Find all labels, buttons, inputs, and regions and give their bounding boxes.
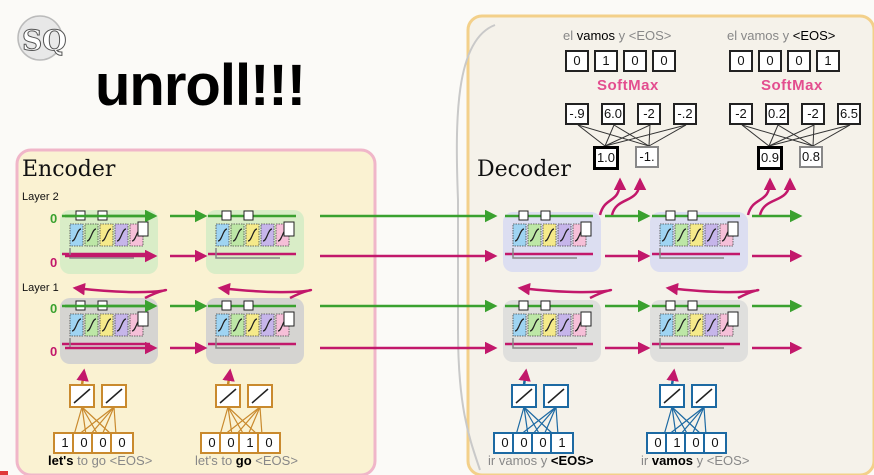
decoder-input-onehot-2-cell-2: 0 — [684, 432, 708, 454]
output-onehot-1-cell-2: 0 — [623, 50, 647, 72]
output-onehot-2-cell-1: 0 — [758, 50, 782, 72]
encoder-input-vocab-2-word-2: go — [235, 453, 256, 468]
layer2-long-term-init: 0 — [50, 255, 58, 270]
decoder-input-vocab-1-word-2: y — [540, 453, 551, 468]
decoder-input-vocab-2-word-3: <EOS> — [706, 453, 750, 468]
decoder-input-vocab-2-word-0: ir — [641, 453, 652, 468]
layer-feedback-arrow-3 — [665, 282, 760, 300]
encoder-input-vocab-2-word-0: let's — [195, 453, 222, 468]
encoder-input-vocab-1-word-0: let's — [48, 453, 78, 468]
output-onehot-1-cell-3: 0 — [652, 50, 676, 72]
decoder-output-arrow-2 — [746, 177, 777, 216]
output-vocab-2-word-1: vamos — [740, 28, 783, 43]
decoder-input-vocab-2-word-2: y — [696, 453, 707, 468]
output-vocab-1-word-3: <EOS> — [628, 28, 672, 43]
raw-output-2-cell-2: -2 — [801, 103, 825, 125]
svg-text:SQ: SQ — [22, 24, 67, 57]
layer-feedback-arrow-0 — [72, 282, 168, 300]
decoder-embedding-2 — [659, 368, 717, 436]
fc-output-1-a: 1.0 — [593, 146, 619, 170]
video-progress-bar[interactable] — [0, 471, 8, 475]
encoder-label: Encoder — [22, 157, 116, 182]
layer1-label: Layer 1 — [22, 282, 59, 294]
layer1-long-term-init: 0 — [50, 344, 58, 359]
raw-output-2-cell-0: -2 — [729, 103, 753, 125]
encoder-input-onehot-2-cell-3: 0 — [257, 432, 281, 454]
decoder-input-vocab-2-word-1: vamos — [651, 453, 697, 468]
encoder-input-vocab-2: let's to go <EOS> — [195, 453, 298, 468]
decoder-label: Decoder — [477, 157, 571, 182]
fc-output-2-a: 0.9 — [757, 146, 783, 170]
encoder-input-onehot-1-cell-3: 0 — [110, 432, 134, 454]
output-vocab-1-word-2: y — [618, 28, 629, 43]
encoder-input-vocab-1: let's to go <EOS> — [48, 453, 152, 468]
raw-output-1-cell-1: 6.0 — [601, 103, 625, 125]
slide-title: unroll!!! — [95, 53, 306, 118]
output-onehot-1-cell-0: 0 — [565, 50, 589, 72]
decoder-input-onehot-1-cell-2: 0 — [531, 432, 555, 454]
raw-output-1-cell-3: -.2 — [673, 103, 697, 125]
lstm-unit-5 — [652, 210, 740, 259]
output-onehot-2-cell-2: 0 — [787, 50, 811, 72]
layer2-short-term-init: 0 — [50, 211, 58, 226]
lstm-unit-6 — [505, 300, 593, 349]
statquest-logo: SQ — [10, 12, 74, 64]
decoder-input-vocab-1-word-3: <EOS> — [550, 453, 594, 468]
layer2-label: Layer 2 — [22, 191, 59, 203]
output-vocab-2-word-2: y — [782, 28, 793, 43]
softmax-label-1: SoftMax — [597, 77, 659, 94]
decoder-input-vocab-1-word-1: vamos — [498, 453, 541, 468]
output-onehot-2-cell-3: 1 — [816, 50, 840, 72]
decoder-output-arrow-3 — [758, 177, 797, 216]
decoder-output-arrow-0 — [598, 177, 627, 216]
layer-feedback-arrow-2 — [517, 282, 613, 300]
encoder-input-vocab-2-word-1: to — [221, 453, 236, 468]
encoder-embedding-1 — [69, 368, 127, 436]
output-vocab-2-word-0: el — [727, 28, 741, 43]
encoder-embedding-2 — [215, 368, 273, 436]
output-onehot-2-cell-0: 0 — [729, 50, 753, 72]
encoder-input-vocab-1-word-2: go — [91, 453, 110, 468]
lstm-unit-0 — [62, 210, 150, 259]
decoder-input-onehot-2-cell-3: 0 — [703, 432, 727, 454]
lstm-unit-3 — [208, 300, 296, 349]
encoder-input-vocab-1-word-1: to — [77, 453, 92, 468]
decoder-output-arrow-1 — [610, 177, 647, 216]
decoder-input-onehot-1-cell-3: 1 — [550, 432, 574, 454]
raw-output-2-cell-3: 6.5 — [837, 103, 861, 125]
decoder-embedding-1 — [511, 368, 569, 436]
decoder-input-vocab-2: ir vamos y <EOS> — [641, 453, 749, 468]
fc-output-2-b: 0.8 — [799, 146, 823, 168]
layer1-short-term-init: 0 — [50, 301, 58, 316]
encoder-input-vocab-1-word-3: <EOS> — [109, 453, 153, 468]
raw-output-1-cell-0: -.9 — [565, 103, 589, 125]
output-vocab-1-word-1: vamos — [576, 28, 619, 43]
raw-output-1-cell-2: -2 — [637, 103, 661, 125]
encoder-input-vocab-2-word-3: <EOS> — [255, 453, 298, 468]
softmax-label-2: SoftMax — [761, 77, 823, 94]
output-vocab-1: el vamos y <EOS> — [563, 28, 671, 43]
lstm-unit-4 — [505, 210, 593, 259]
context-curve — [455, 24, 496, 471]
output-vocab-2-word-3: <EOS> — [792, 28, 836, 43]
lstm-unit-7 — [652, 300, 740, 349]
raw-output-2-cell-1: 0.2 — [765, 103, 789, 125]
output-onehot-1-cell-1: 1 — [594, 50, 618, 72]
fc-output-1-b: -1. — [635, 146, 659, 168]
output-vocab-2: el vamos y <EOS> — [727, 28, 835, 43]
output-vocab-1-word-0: el — [563, 28, 577, 43]
layer-feedback-arrow-1 — [217, 282, 313, 300]
decoder-input-vocab-1-word-0: ir — [488, 453, 499, 468]
lstm-unit-1 — [208, 210, 296, 259]
decoder-input-vocab-1: ir vamos y <EOS> — [488, 453, 594, 468]
